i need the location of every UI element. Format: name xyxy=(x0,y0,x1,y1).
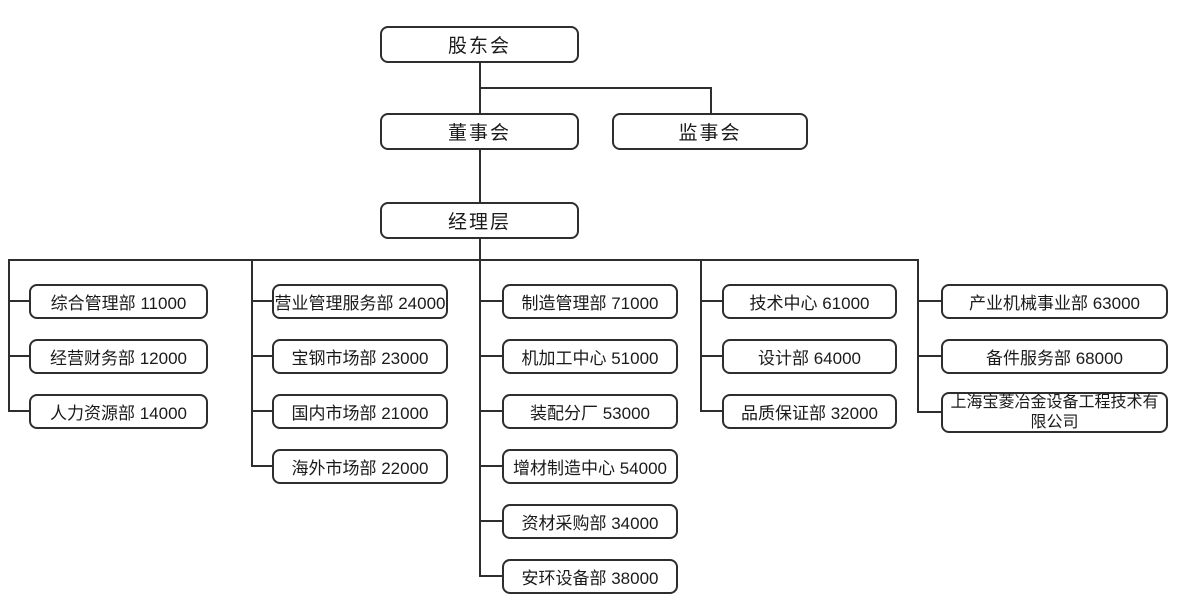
connector-line xyxy=(700,355,722,357)
node-label: 监事会 xyxy=(678,123,742,144)
node-label: 国内市场部 21000 xyxy=(291,404,429,423)
connector-line xyxy=(479,355,502,357)
column-spine-1 xyxy=(8,259,10,412)
node-management-level: 经理层 xyxy=(380,202,579,239)
connector-management-to-trunk xyxy=(479,239,481,261)
node-board-of-directors: 董事会 xyxy=(380,113,579,150)
node-label: 增材制造中心 54000 xyxy=(513,459,667,478)
node-finance-dept: 经营财务部 12000 xyxy=(29,339,208,374)
node-label: 营业管理服务部 24000 xyxy=(274,294,446,313)
node-label: 安环设备部 38000 xyxy=(521,569,659,588)
node-supervisory-board: 监事会 xyxy=(612,113,808,150)
node-materials-procurement-dept: 资材采购部 34000 xyxy=(502,504,678,539)
connector-line xyxy=(479,520,502,522)
connector-board-to-management xyxy=(479,150,481,202)
connector-line xyxy=(700,410,722,412)
trunk-line xyxy=(8,259,919,261)
connector-line xyxy=(917,355,941,357)
node-industrial-machinery-dept: 产业机械事业部 63000 xyxy=(941,284,1168,319)
connector-line xyxy=(479,410,502,412)
connector-line xyxy=(917,411,941,413)
node-overseas-market-dept: 海外市场部 22000 xyxy=(272,449,448,484)
connector-line xyxy=(251,410,272,412)
node-label: 宝钢市场部 23000 xyxy=(291,349,429,368)
node-label: 综合管理部 11000 xyxy=(50,294,187,313)
node-manufacturing-management-dept: 制造管理部 71000 xyxy=(502,284,678,319)
column-spine-3 xyxy=(479,259,481,577)
node-quality-assurance-dept: 品质保证部 32000 xyxy=(722,394,897,429)
node-label: 股东会 xyxy=(447,36,511,57)
connector-line xyxy=(251,465,272,467)
node-baosteel-market-dept: 宝钢市场部 23000 xyxy=(272,339,448,374)
node-design-dept: 设计部 64000 xyxy=(722,339,897,374)
node-label: 董事会 xyxy=(447,123,511,144)
connector-supervisors-drop xyxy=(710,87,712,113)
node-safety-env-equipment-dept: 安环设备部 38000 xyxy=(502,559,678,594)
node-technology-center: 技术中心 61000 xyxy=(722,284,897,319)
node-domestic-market-dept: 国内市场部 21000 xyxy=(272,394,448,429)
column-spine-2 xyxy=(251,259,253,467)
connector-line xyxy=(700,300,722,302)
node-label: 经理层 xyxy=(447,212,511,233)
node-label: 产业机械事业部 63000 xyxy=(969,294,1140,313)
node-sales-management-service-dept: 营业管理服务部 24000 xyxy=(272,284,448,319)
column-spine-5 xyxy=(917,259,919,413)
connector-line xyxy=(8,300,29,302)
node-additive-manufacturing-center: 增材制造中心 54000 xyxy=(502,449,678,484)
node-shareholders-meeting: 股东会 xyxy=(380,26,579,63)
node-label: 人力资源部 14000 xyxy=(50,404,187,423)
node-label: 制造管理部 71000 xyxy=(521,294,659,313)
node-label: 技术中心 61000 xyxy=(749,294,870,313)
node-spare-parts-service-dept: 备件服务部 68000 xyxy=(941,339,1168,374)
connector-line xyxy=(251,355,272,357)
node-shanghai-baoling-company: 上海宝菱冶金设备工程技术有限公司 xyxy=(941,392,1168,433)
node-label: 资材采购部 34000 xyxy=(521,514,659,533)
connector-line xyxy=(479,575,502,577)
connector-line xyxy=(479,465,502,467)
connector-line xyxy=(8,355,29,357)
node-label: 机加工中心 51000 xyxy=(521,349,659,368)
connector-line xyxy=(917,300,941,302)
column-spine-4 xyxy=(700,259,702,412)
node-label: 装配分厂 53000 xyxy=(530,404,650,423)
connector-line xyxy=(8,410,29,412)
connector-line xyxy=(479,300,502,302)
node-label: 品质保证部 32000 xyxy=(741,404,878,423)
node-label: 设计部 64000 xyxy=(758,349,861,368)
node-label: 上海宝菱冶金设备工程技术有限公司 xyxy=(950,394,1159,431)
connector-line xyxy=(251,300,272,302)
node-label: 海外市场部 22000 xyxy=(291,459,429,478)
connector-branch-to-supervisors xyxy=(479,87,712,89)
node-label: 经营财务部 12000 xyxy=(50,349,187,368)
node-label: 备件服务部 68000 xyxy=(986,349,1123,368)
node-general-management-dept: 综合管理部 11000 xyxy=(29,284,208,319)
node-machining-center: 机加工中心 51000 xyxy=(502,339,678,374)
node-assembly-branch: 装配分厂 53000 xyxy=(502,394,678,429)
node-hr-dept: 人力资源部 14000 xyxy=(29,394,208,429)
